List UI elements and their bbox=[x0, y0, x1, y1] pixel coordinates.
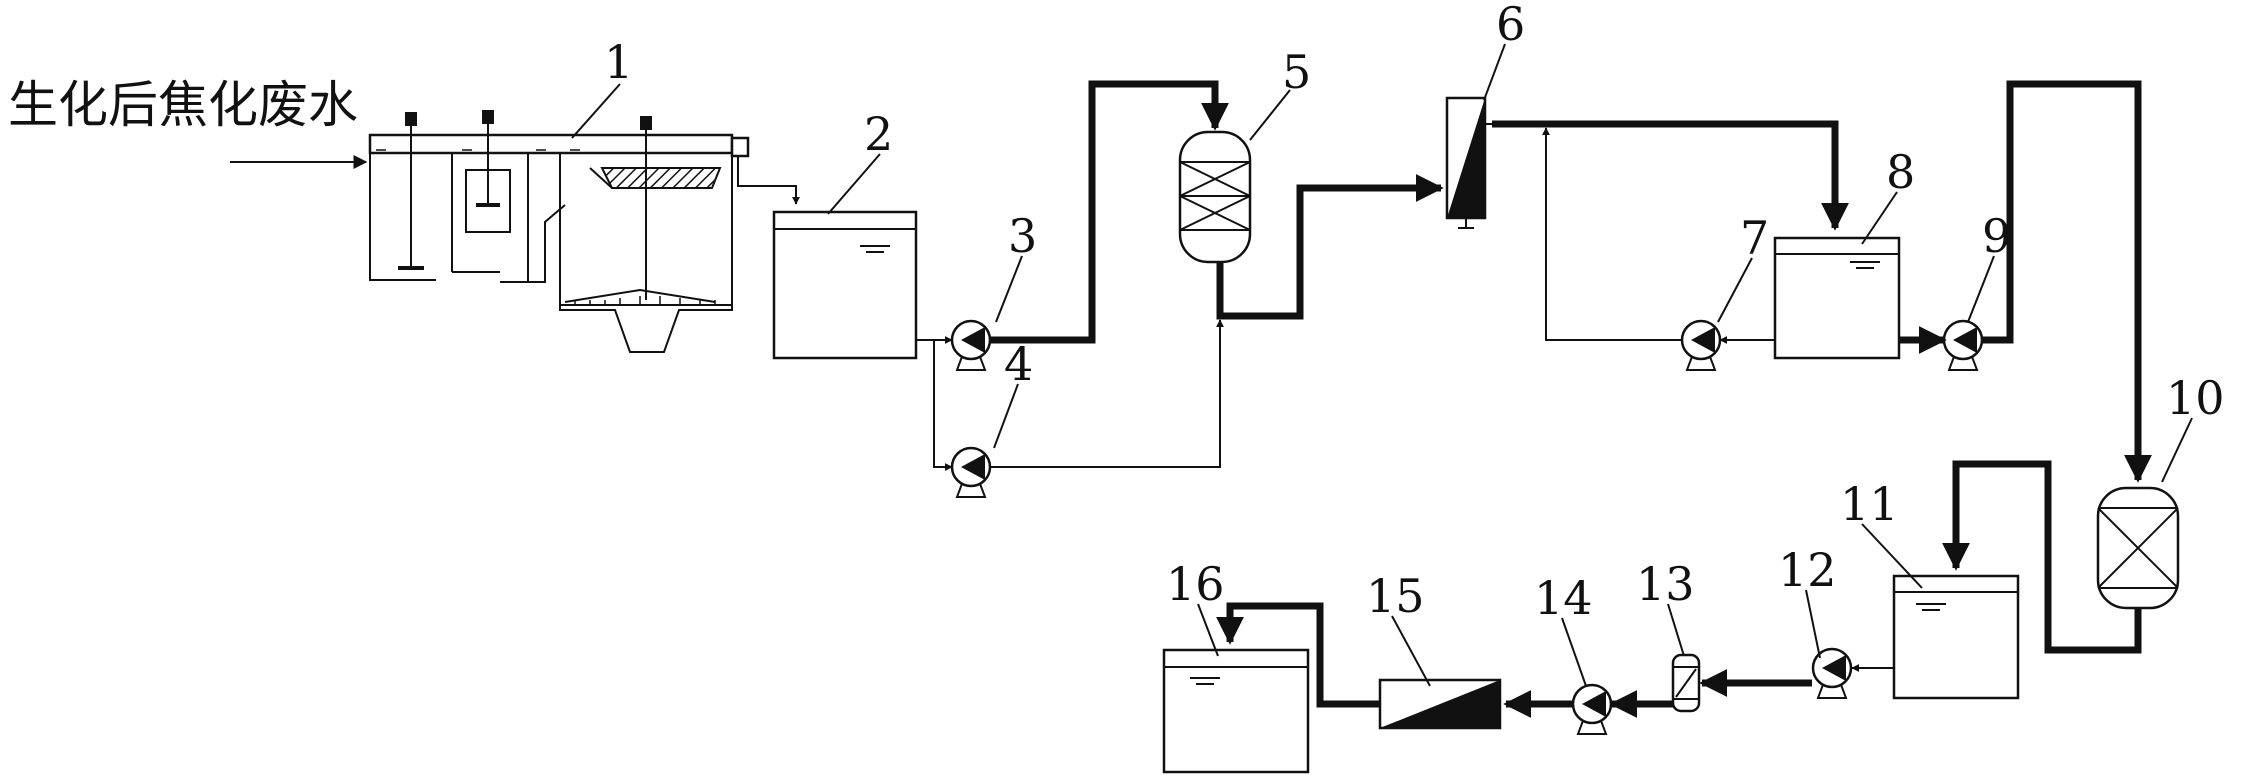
pump-9 bbox=[1942, 319, 1984, 371]
label-15: 15 bbox=[1366, 569, 1425, 623]
coagulation-sedimentation-unit bbox=[368, 110, 750, 353]
reactor-5 bbox=[1178, 130, 1252, 264]
label-1: 1 bbox=[604, 35, 633, 89]
tank-2 bbox=[772, 210, 918, 360]
label-13: 13 bbox=[1636, 557, 1695, 611]
membrane-unit-15 bbox=[1378, 678, 1502, 730]
label-14: 14 bbox=[1534, 571, 1593, 625]
label-10: 10 bbox=[2166, 371, 2225, 425]
cartridge-filter-13 bbox=[1671, 653, 1701, 713]
label-16: 16 bbox=[1166, 557, 1225, 611]
pumps bbox=[950, 319, 1984, 735]
pump-14 bbox=[1571, 683, 1613, 735]
tank-16 bbox=[1162, 648, 1310, 774]
label-12: 12 bbox=[1778, 543, 1837, 597]
label-5: 5 bbox=[1282, 45, 1311, 99]
influent-label: 生化后焦化废水 bbox=[8, 76, 358, 134]
leader-lines bbox=[571, 43, 2193, 687]
pipelines bbox=[230, 80, 2152, 718]
label-3: 3 bbox=[1008, 209, 1037, 263]
label-4: 4 bbox=[1004, 337, 1033, 391]
label-11: 11 bbox=[1840, 477, 1899, 531]
pump-4 bbox=[950, 446, 992, 498]
label-8: 8 bbox=[1886, 145, 1915, 199]
membrane-unit-6 bbox=[1445, 96, 1492, 229]
label-9: 9 bbox=[1982, 209, 2011, 263]
column-10 bbox=[2096, 486, 2180, 610]
label-6: 6 bbox=[1496, 0, 1525, 51]
tank-11 bbox=[1892, 574, 2020, 700]
number-labels: 1 2 3 4 5 6 7 8 9 10 11 12 13 14 15 16 bbox=[604, 0, 2225, 625]
tank-8 bbox=[1773, 236, 1901, 360]
label-7: 7 bbox=[1740, 211, 1769, 265]
pump-3 bbox=[950, 319, 992, 371]
pump-12 bbox=[1811, 647, 1853, 699]
label-2: 2 bbox=[864, 107, 893, 161]
pump-7 bbox=[1680, 319, 1722, 371]
